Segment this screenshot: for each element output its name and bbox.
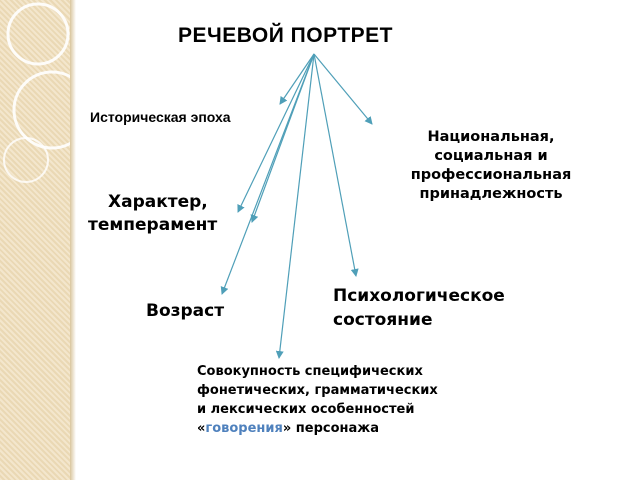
- national-line-1: Национальная,: [427, 129, 555, 145]
- speech-line-1: Совокупность специфических: [197, 364, 423, 379]
- arrow-to-psych: [313, 53, 359, 277]
- close-quote: » персонажа: [282, 421, 379, 436]
- arrow-to-character-1: [237, 53, 315, 213]
- national-line-4: принадлежность: [419, 186, 563, 202]
- character-line-1: Характер,: [108, 192, 208, 212]
- psych-line-2: состояние: [333, 310, 433, 330]
- character-line-2: темперамент: [88, 215, 218, 235]
- national-line-2: социальная и: [434, 148, 548, 164]
- decorative-sidebar: [0, 0, 92, 480]
- psych-label: Психологическое состояние: [333, 284, 505, 332]
- national-label: Национальная, социальная и профессиональ…: [390, 128, 592, 204]
- sidebar-edge: [70, 0, 76, 480]
- arrow-to-age: [220, 53, 315, 295]
- speech-line-4: «говорения» персонажа: [197, 419, 438, 438]
- speech-line-3: и лексических особенностей: [197, 402, 415, 417]
- speech-label: Совокупность специфических фонетических,…: [197, 362, 438, 438]
- arrow-to-epoch: [279, 53, 315, 105]
- speech-line-2: фонетических, грамматических: [197, 383, 438, 398]
- highlight-word: говорения: [205, 421, 283, 436]
- arrow-to-national: [313, 53, 373, 125]
- arrow-to-speech: [275, 53, 315, 359]
- national-line-3: профессиональная: [410, 167, 572, 183]
- open-quote: «: [197, 421, 206, 436]
- age-label: Возраст: [146, 301, 225, 321]
- psych-line-1: Психологическое: [333, 286, 505, 306]
- page-title: РЕЧЕВОЙ ПОРТРЕТ: [178, 24, 394, 47]
- epoch-label: Историческая эпоха: [90, 109, 231, 125]
- character-label: Характер, темперамент: [88, 191, 217, 237]
